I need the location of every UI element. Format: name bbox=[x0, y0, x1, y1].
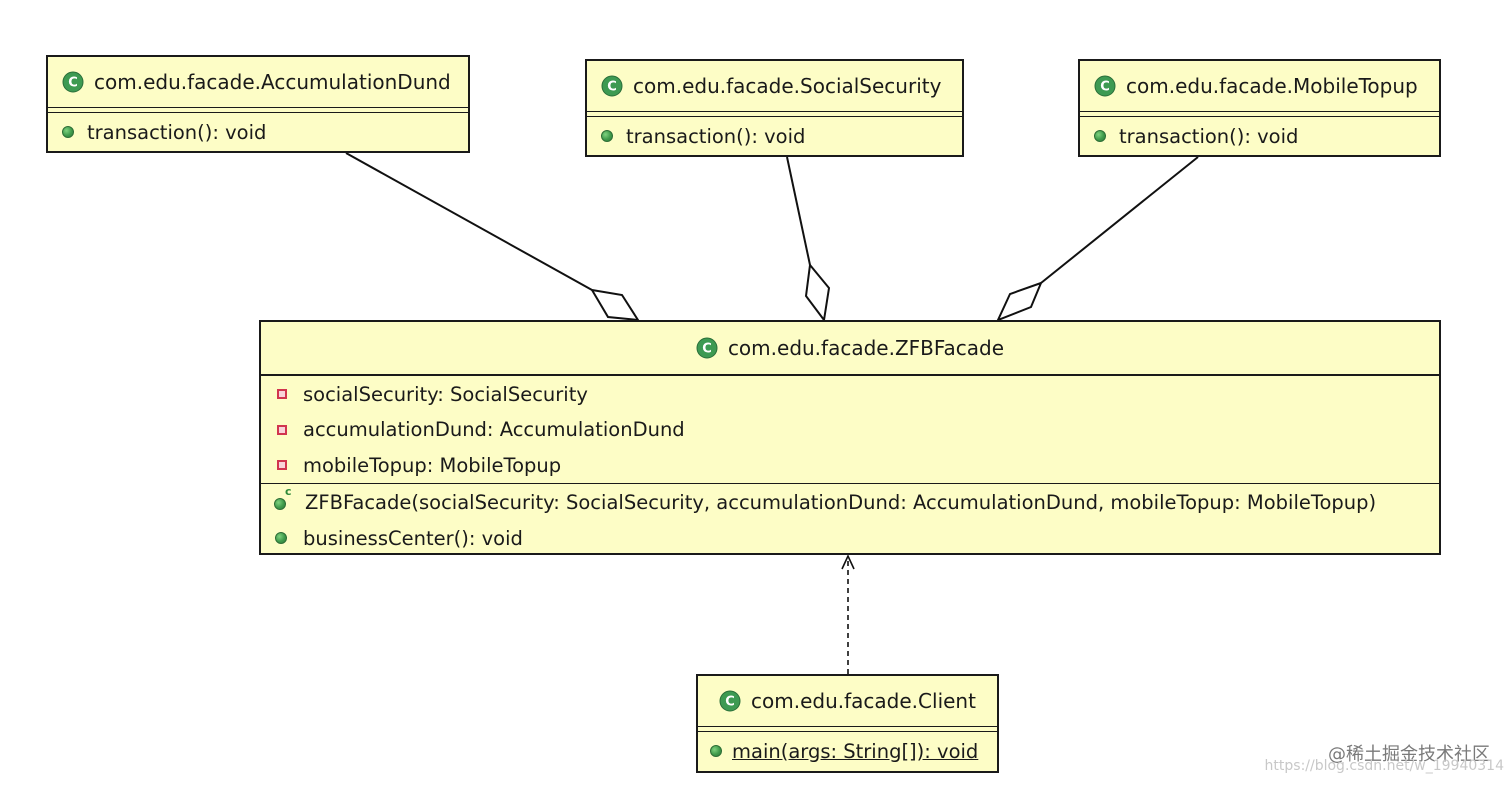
method-signature: transaction(): void bbox=[87, 120, 267, 144]
class-social-security[interactable]: C com.edu.facade.SocialSecurity transact… bbox=[585, 59, 964, 157]
field-signature: mobileTopup: MobileTopup bbox=[303, 453, 562, 477]
compartment-divider bbox=[1080, 111, 1439, 117]
static-method-signature: main(args: String[]): void bbox=[732, 739, 979, 763]
field-row[interactable]: socialSecurity: SocialSecurity bbox=[261, 377, 1439, 412]
aggregation-line-mobile bbox=[1040, 156, 1199, 284]
compartment-divider bbox=[261, 374, 1439, 376]
private-field-icon bbox=[277, 424, 287, 435]
compartment-divider bbox=[48, 107, 468, 113]
class-name: com.edu.facade.AccumulationDund bbox=[94, 70, 451, 94]
aggregation-diamond-mobile bbox=[996, 281, 1043, 322]
field-signature: socialSecurity: SocialSecurity bbox=[303, 382, 588, 406]
class-c-icon: C bbox=[719, 690, 741, 712]
class-name: com.edu.facade.Client bbox=[751, 689, 976, 713]
method-signature: ZFBFacade(socialSecurity: SocialSecurity… bbox=[305, 490, 1377, 514]
class-zfb-facade[interactable]: C com.edu.facade.ZFBFacade socialSecurit… bbox=[259, 320, 1441, 555]
public-method-icon bbox=[710, 745, 722, 757]
class-header: C com.edu.facade.MobileTopup bbox=[1080, 61, 1439, 111]
svg-text:C: C bbox=[702, 342, 712, 357]
class-name: com.edu.facade.ZFBFacade bbox=[727, 336, 1005, 360]
class-header: C com.edu.facade.ZFBFacade bbox=[261, 322, 1439, 374]
fields-compartment: socialSecurity: SocialSecurity accumulat… bbox=[261, 376, 1439, 483]
public-method-icon bbox=[275, 532, 287, 544]
dependency-arrowhead bbox=[841, 554, 855, 570]
class-header: C com.edu.facade.SocialSecurity bbox=[587, 61, 962, 111]
field-row[interactable]: mobileTopup: MobileTopup bbox=[261, 448, 1439, 483]
method-signature: transaction(): void bbox=[626, 124, 806, 148]
aggregation-diamond-social bbox=[804, 262, 831, 323]
class-name: com.edu.facade.MobileTopup bbox=[1126, 74, 1418, 98]
method-row[interactable]: c ZFBFacade(socialSecurity: SocialSecuri… bbox=[261, 484, 1439, 520]
compartment-divider bbox=[698, 726, 997, 732]
class-name: com.edu.facade.SocialSecurity bbox=[633, 74, 942, 98]
aggregation-diamond-accumulation bbox=[590, 288, 640, 322]
svg-text:C: C bbox=[725, 695, 735, 710]
method-row[interactable]: transaction(): void bbox=[48, 113, 468, 151]
public-method-icon bbox=[601, 130, 613, 142]
private-field-icon bbox=[277, 460, 287, 470]
method-row[interactable]: main(args: String[]): void bbox=[698, 732, 997, 770]
svg-text:C: C bbox=[1100, 80, 1110, 95]
watermark-url: https://blog.csdn.net/w_19940314 bbox=[1264, 758, 1504, 774]
class-c-icon: C bbox=[601, 75, 623, 97]
method-row[interactable]: transaction(): void bbox=[1080, 117, 1439, 155]
svg-text:C: C bbox=[607, 80, 617, 95]
class-header: C com.edu.facade.Client bbox=[698, 676, 997, 726]
public-method-icon bbox=[62, 126, 74, 138]
constructor-icon: c bbox=[274, 485, 292, 510]
class-mobile-topup[interactable]: C com.edu.facade.MobileTopup transaction… bbox=[1078, 59, 1441, 157]
private-field-icon bbox=[277, 389, 287, 399]
method-row[interactable]: transaction(): void bbox=[587, 117, 962, 155]
class-client[interactable]: C com.edu.facade.Client main(args: Strin… bbox=[696, 674, 999, 773]
class-header: C com.edu.facade.AccumulationDund bbox=[48, 57, 468, 107]
aggregation-line-accumulation bbox=[345, 152, 593, 291]
watermark-site: @稀土掘金技术社区 bbox=[1328, 744, 1490, 765]
method-signature: transaction(): void bbox=[1119, 124, 1299, 148]
field-row[interactable]: accumulationDund: AccumulationDund bbox=[261, 412, 1439, 448]
field-signature: accumulationDund: AccumulationDund bbox=[303, 418, 685, 441]
method-signature: businessCenter(): void bbox=[303, 526, 523, 550]
class-c-icon: C bbox=[62, 71, 84, 93]
class-accumulation-dund[interactable]: C com.edu.facade.AccumulationDund transa… bbox=[46, 55, 470, 153]
class-c-icon: C bbox=[696, 337, 718, 359]
method-row[interactable]: businessCenter(): void bbox=[261, 520, 1439, 556]
class-c-icon: C bbox=[1094, 75, 1116, 97]
compartment-divider bbox=[261, 482, 1439, 484]
aggregation-line-social bbox=[786, 156, 811, 266]
svg-text:C: C bbox=[68, 76, 78, 91]
compartment-divider bbox=[587, 111, 962, 117]
methods-compartment: c ZFBFacade(socialSecurity: SocialSecuri… bbox=[261, 484, 1439, 556]
public-method-icon bbox=[1094, 130, 1106, 142]
